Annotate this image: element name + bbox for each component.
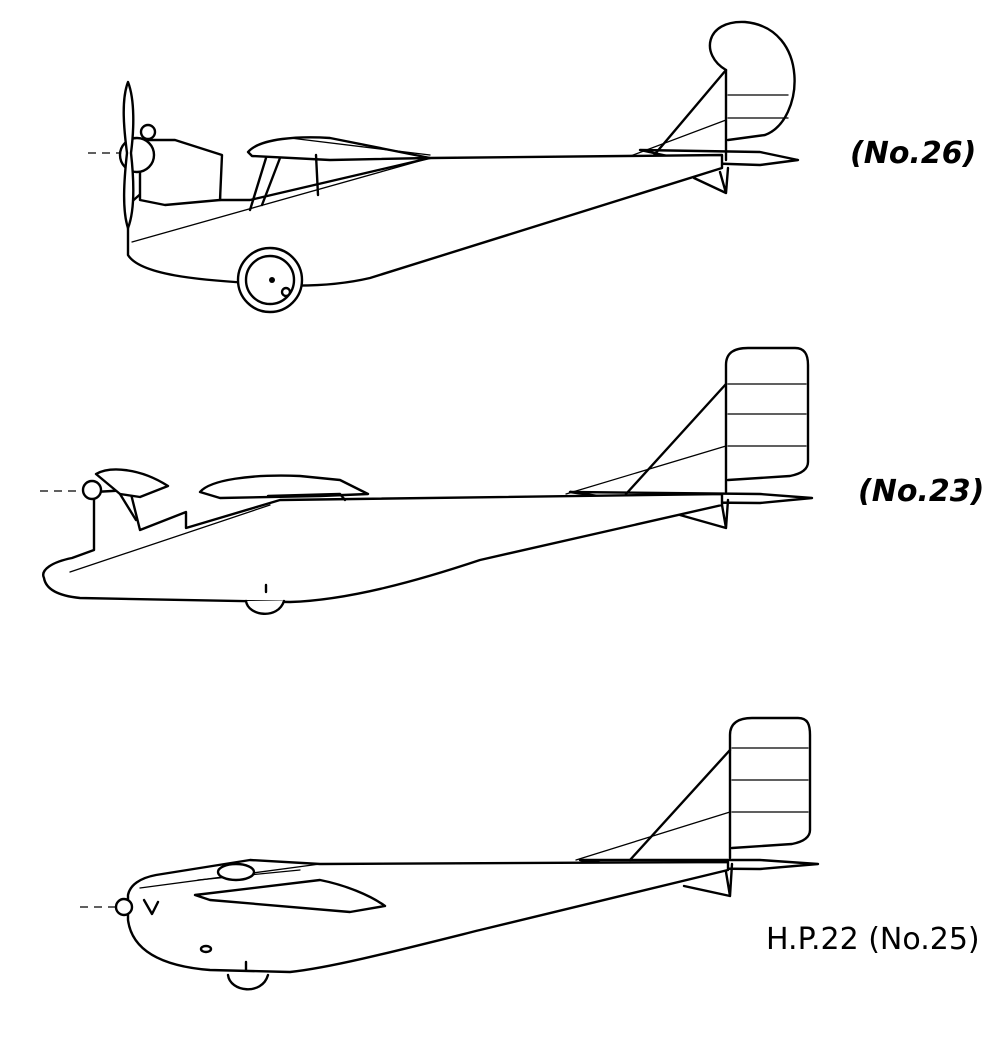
rudder-25 <box>728 716 812 860</box>
wing-26 <box>246 136 432 162</box>
wing-23 <box>198 474 370 500</box>
aircraft-no25: H.P.22 (No.25) <box>80 716 980 991</box>
cockpit-opening-25 <box>216 862 256 882</box>
rudder-23 <box>724 346 810 494</box>
cowling-26 <box>138 138 224 207</box>
aircraft-no23: (No.23) <box>40 346 984 615</box>
spinner-25 <box>114 897 134 917</box>
tail-skid-26 <box>692 166 730 195</box>
tail-skid-25 <box>682 862 734 898</box>
wheel-25 <box>226 973 270 991</box>
wheel-23 <box>244 599 286 615</box>
rudder-26 <box>708 20 796 162</box>
fin-strut-26 <box>648 68 728 162</box>
fin-strut-23 <box>624 382 728 496</box>
tail-skid-23 <box>678 498 730 530</box>
wing-struts-26 <box>248 153 320 212</box>
engine-pod-23 <box>94 468 170 499</box>
wing-25 <box>193 878 387 914</box>
label-no26: (No.26) <box>850 136 976 171</box>
propeller-26 <box>122 80 135 230</box>
spinner-23 <box>81 479 103 501</box>
aircraft-no26: (No.26) <box>88 20 976 314</box>
label-no23: (No.23) <box>858 474 984 509</box>
fuselage-25 <box>126 858 730 974</box>
label-no25: H.P.22 (No.25) <box>766 922 980 957</box>
fin-strut-25 <box>628 748 732 862</box>
engine-cylinder-26 <box>139 123 157 141</box>
fuselage-23 <box>42 488 724 604</box>
